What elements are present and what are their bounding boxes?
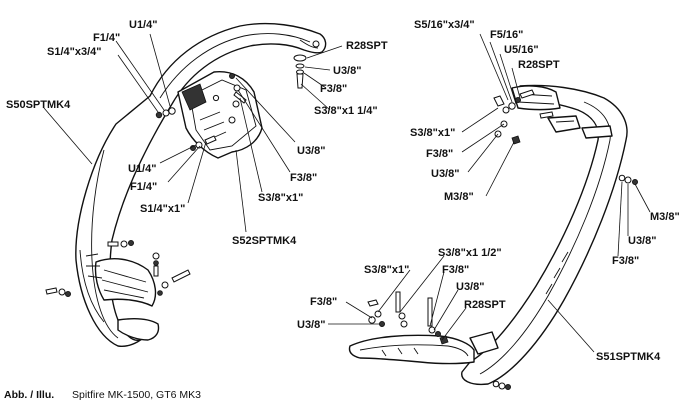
label-s51sptmk4: S51SPTMK4 — [596, 351, 661, 363]
label-u38-right: U3/8" — [431, 168, 459, 180]
overrider-s51-part — [348, 84, 628, 386]
label-u38-bottom-1: U3/8" — [456, 281, 484, 293]
right-hardware — [367, 89, 639, 390]
label-m38-far: M3/8" — [650, 211, 680, 223]
bracket-s52-part — [177, 71, 263, 159]
label-u38-left-1: U3/8" — [333, 65, 361, 77]
left-leader-lines — [43, 33, 343, 233]
label-f38-right: F3/8" — [426, 148, 453, 160]
label-f38-far: F3/8" — [612, 255, 639, 267]
part-labels: U1/4" F1/4" S1/4"x3/4" S50SPTMK4 U1/4" F… — [6, 19, 680, 363]
label-m38-right: M3/8" — [444, 191, 474, 203]
label-u14-top: U1/4" — [129, 19, 157, 31]
label-f14-top: F1/4" — [93, 32, 120, 44]
label-s38x1-right: S3/8"x1" — [410, 127, 455, 139]
label-u38-bottom-2: U3/8" — [297, 319, 325, 331]
caption-text: Spitfire MK-1500, GT6 MK3 — [72, 389, 201, 401]
label-r28spt-bottom: R28SPT — [464, 299, 506, 311]
left-hardware — [45, 54, 307, 297]
label-u14-mid: U1/4" — [128, 163, 156, 175]
label-s38x114: S3/8"x1 1/4" — [314, 105, 378, 117]
label-s38x112: S3/8"x1 1/2" — [438, 247, 502, 259]
label-s38x1-left: S3/8"x1" — [258, 192, 303, 204]
label-f38-left-1: F3/8" — [320, 83, 347, 95]
label-f38-bottom-1: F3/8" — [442, 264, 469, 276]
label-s38x1-bottom: S3/8"x1" — [364, 264, 409, 276]
label-r28spt-right: R28SPT — [518, 59, 560, 71]
label-s516x34: S5/16"x3/4" — [414, 19, 475, 31]
label-f38-bottom-2: F3/8" — [310, 296, 337, 308]
figure-caption: Abb. / Illu. Spitfire MK-1500, GT6 MK3 — [4, 389, 201, 401]
label-s52sptmk4: S52SPTMK4 — [232, 235, 297, 247]
label-s14x1: S1/4"x1" — [140, 203, 185, 215]
overrider-s50-part — [75, 22, 327, 347]
label-r28spt-left: R28SPT — [346, 40, 388, 52]
label-f38-left-2: F3/8" — [290, 172, 317, 184]
label-u38-left-2: U3/8" — [297, 145, 325, 157]
right-leader-lines — [328, 33, 651, 353]
label-f516: F5/16" — [490, 29, 523, 41]
label-s14x34: S1/4"x3/4" — [47, 46, 101, 58]
label-s50sptmk4: S50SPTMK4 — [6, 99, 71, 111]
caption-prefix: Abb. / Illu. — [4, 389, 54, 401]
label-u516: U5/16" — [504, 44, 539, 56]
label-f14-mid: F1/4" — [130, 181, 157, 193]
label-u38-far: U3/8" — [628, 235, 656, 247]
